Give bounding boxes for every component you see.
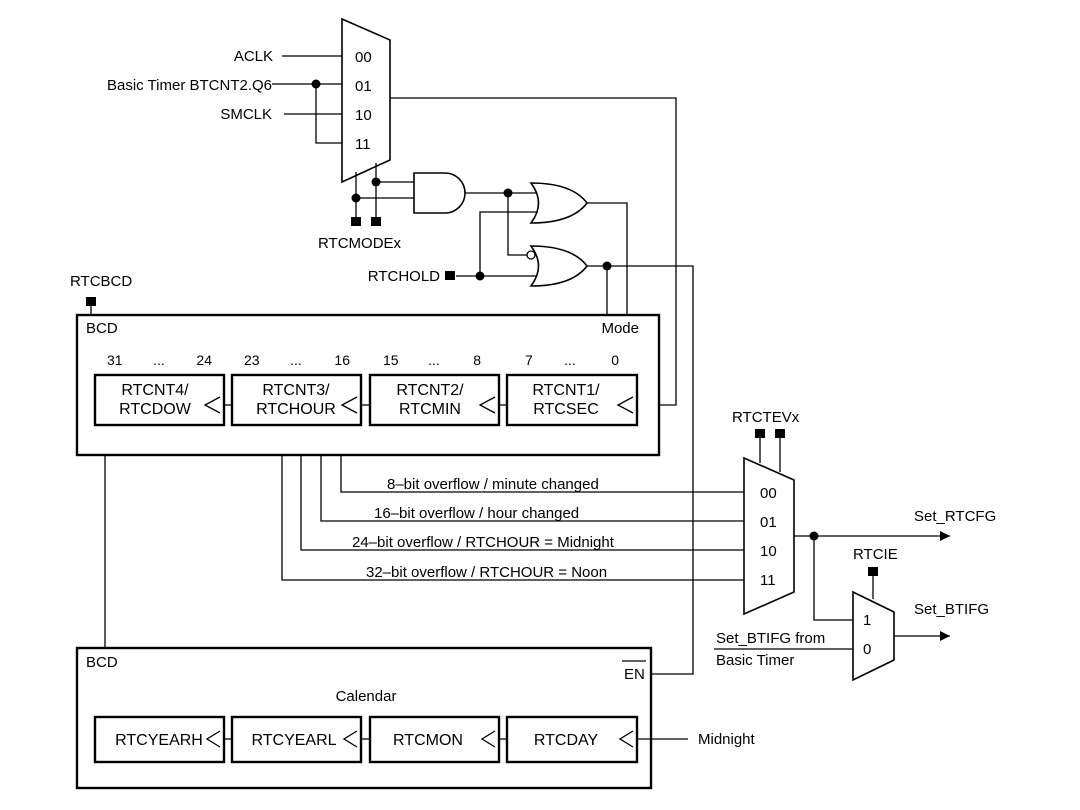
reg-rtcnt2-line2: RTCMIN [399,401,461,418]
reg-rtcday-label: RTCDAY [534,732,599,749]
clock-input-wires [272,55,342,144]
reg-rtcnt3-line2: RTCHOUR [256,401,336,418]
bit-dots-2: ... [428,352,440,368]
bit-dots-0: ... [153,352,165,368]
reg-rtcnt2-line1: RTCNT2/ [396,382,464,399]
rtcmodex-lines [351,163,414,226]
rtchold-label: RTCHOLD [368,268,440,285]
inverter-bubble [526,250,536,260]
bit-lo-2: 8 [473,352,481,368]
ie-mux: 1 0 [852,590,895,682]
rtcmodex-label: RTCMODEx [318,235,402,252]
logic-wires [445,188,694,675]
reg-rtcnt1-line2: RTCSEC [533,401,599,418]
smclk-label: SMCLK [220,106,272,123]
rtcbcd-label: RTCBCD [70,273,132,290]
midnight-label: Midnight [698,731,756,748]
calendar-bcd-label: BCD [86,654,118,671]
calendar-block: BCD EN Calendar RTCYEARH RTCYEARL RTCMON… [75,646,653,790]
reg-rtcyearl [230,715,363,764]
or-gate-top [529,182,589,224]
clock-source-mux: 00 01 10 11 [341,17,391,184]
reg-rtcnt4-line1: RTCNT4/ [121,382,189,399]
overflow-label-10: 24–bit overflow / RTCHOUR = Midnight [352,534,615,551]
overflow-label-01: 16–bit overflow / hour changed [374,505,579,522]
bit-hi-1: 23 [244,352,260,368]
reg-rtcnt2 [368,373,501,427]
overflow-wires [281,455,744,581]
reg-rtcyearl-label: RTCYEARL [251,732,336,749]
bit-hi-0: 31 [107,352,123,368]
mux-event-sel-00: 00 [760,485,777,502]
reg-rtcnt4 [93,373,226,427]
bit-lo-1: 16 [334,352,350,368]
bit-lo-0: 24 [196,352,212,368]
bit-hi-3: 7 [525,352,533,368]
rtcfg-output-wire [794,531,950,621]
mux-event-sel-01: 01 [760,514,777,531]
calendar-en-label: EN [624,666,645,683]
reg-rtcnt1-line1: RTCNT1/ [532,382,600,399]
mux-clk-sel-01: 01 [355,78,372,95]
btcnt2-label: Basic Timer BTCNT2.Q6 [107,77,272,94]
mux-event-sel-11: 11 [760,572,776,589]
and-gate [413,172,466,214]
rtctevx-label: RTCTEVx [732,409,800,426]
mux-clk-sel-00: 00 [355,49,372,66]
reg-rtcnt3 [230,373,363,427]
aclk-label: ACLK [234,48,273,65]
mux-ie-sel-1: 1 [863,612,871,629]
or-gate-bottom [529,245,589,287]
bit-dots-3: ... [564,352,576,368]
mux-ie-sel-0: 0 [863,641,871,658]
bit-hi-2: 15 [383,352,399,368]
overflow-label-11: 32–bit overflow / RTCHOUR = Noon [366,564,607,581]
mux-clk-sel-10: 10 [355,107,372,124]
calendar-title: Calendar [336,688,397,705]
reg-rtcmon [368,715,501,764]
set-btifg-label: Set_BTIFG [914,601,989,618]
counter-bcd-label: BCD [86,320,118,337]
rtcie-label: RTCIE [853,546,898,563]
reg-rtcyearh [93,715,226,764]
set-rtcfg-label: Set_RTCFG [914,508,996,525]
counter-block: BCD Mode 31 ... 24 23 ... 16 15 ... 8 7 … [75,313,661,457]
mux-clk-sel-11: 11 [355,136,371,153]
set-btifg-from-line1: Set_BTIFG from [716,630,825,647]
bit-lo-3: 0 [611,352,619,368]
overflow-label-00: 8–bit overflow / minute changed [387,476,599,493]
reg-rtcnt1 [505,373,639,427]
reg-rtcnt3-line1: RTCNT3/ [262,382,330,399]
reg-rtcmon-label: RTCMON [393,732,463,749]
set-btifg-from-line2: Basic Timer [716,652,794,669]
mux-output-wire [390,97,677,406]
mux-event-sel-10: 10 [760,543,777,560]
event-mux: 00 01 10 11 [743,456,795,616]
reg-rtcyearh-label: RTCYEARH [115,732,203,749]
reg-rtcnt4-line2: RTCDOW [119,401,192,418]
bit-dots-1: ... [290,352,302,368]
counter-mode-label: Mode [601,320,639,337]
